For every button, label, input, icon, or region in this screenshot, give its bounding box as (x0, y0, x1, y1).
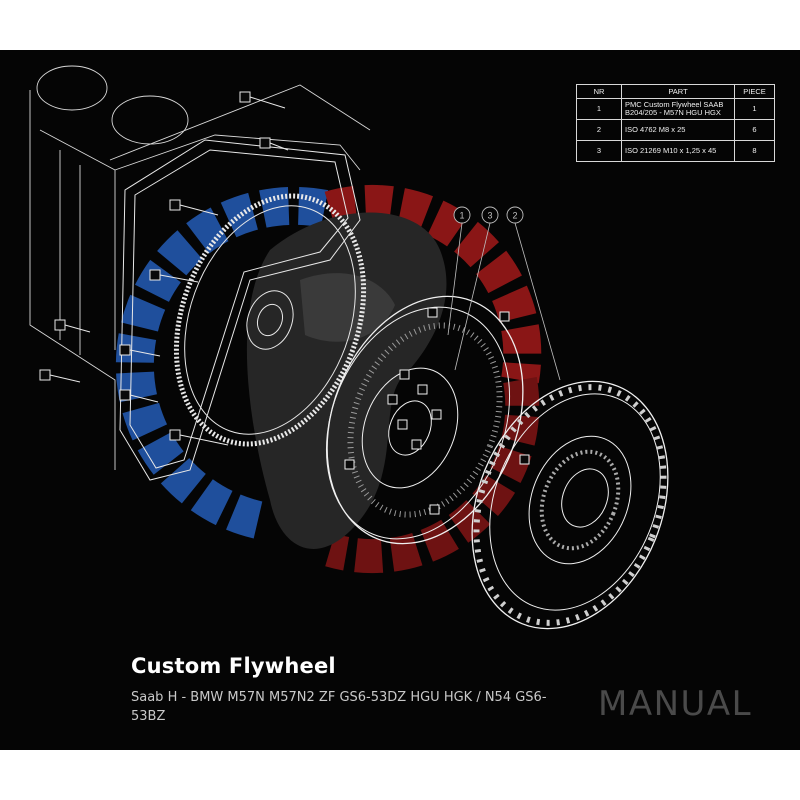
cell-part: ISO 4762 M8 x 25 (621, 119, 735, 141)
logo-mascot-shape (246, 212, 447, 549)
bolt (344, 459, 355, 470)
bolt (259, 137, 289, 151)
callout-number: 2 (512, 211, 517, 221)
cell-part: ISO 21269 M10 x 1,25 x 45 (621, 140, 735, 162)
callout-3: 3 (481, 206, 499, 224)
bolt (429, 504, 440, 515)
exploded-view-drawing: 1 3 2 (29, 65, 669, 630)
bolt (519, 454, 530, 465)
cell-nr: 2 (576, 119, 622, 141)
bolt (169, 429, 229, 446)
callout-number: 3 (487, 211, 492, 221)
flywheel-bolts (344, 307, 530, 515)
callout-2: 2 (506, 206, 524, 224)
cell-piece: 1 (734, 98, 775, 120)
logo-mascot-face (300, 273, 395, 342)
cell-nr: 1 (576, 98, 622, 120)
parts-table: NR PART PIECE 1 PMC Custom Flywheel SAAB… (576, 84, 775, 162)
bolt (119, 344, 161, 357)
bolt (499, 311, 510, 322)
bolt (397, 419, 408, 430)
cell-nr: 3 (576, 140, 622, 162)
clutch-pressure-plate (471, 380, 669, 630)
page-subtitle: Saab H - BMW M57N M57N2 ZF GS6-53DZ HGU … (131, 690, 547, 724)
callout-leaders (447, 222, 561, 381)
bolt (39, 369, 81, 383)
page-title: Custom Flywheel (131, 654, 336, 678)
header-piece: PIECE (734, 84, 775, 99)
cell-piece: 6 (734, 119, 775, 141)
bolt (387, 394, 398, 405)
cell-piece: 8 (734, 140, 775, 162)
callout-number: 1 (459, 211, 464, 221)
table-row: 2 ISO 4762 M8 x 25 6 (576, 119, 775, 141)
callout-1: 1 (453, 206, 471, 224)
bolt (427, 307, 438, 318)
bolt (119, 389, 159, 403)
engine-block-outline (29, 65, 371, 470)
diagram-canvas: 1 3 2 NR PART PIECE 1 PMC Custom Flywhee… (0, 50, 800, 750)
brand-logo-watermark (115, 184, 542, 574)
bolt (399, 369, 410, 380)
bolt (417, 384, 428, 395)
cell-part: PMC Custom Flywheel SAAB B204/205 - M57N… (621, 98, 735, 120)
table-row: 1 PMC Custom Flywheel SAAB B204/205 - M5… (576, 98, 775, 120)
bolt (239, 91, 286, 109)
logo-blue-gear-arc (115, 186, 335, 539)
bolt (169, 199, 219, 216)
table-row: 3 ISO 21269 M10 x 1,25 x 45 8 (576, 140, 775, 162)
ring-gear-flywheel (173, 193, 367, 447)
transmission-type-label: MANUAL (598, 684, 753, 724)
parts-table-header: NR PART PIECE (576, 84, 775, 99)
header-part: PART (621, 84, 735, 99)
adapter-plate (119, 139, 361, 481)
header-nr: NR (576, 84, 622, 99)
bolt (431, 409, 442, 420)
logo-red-gear-arc (324, 184, 542, 384)
bolt (54, 319, 91, 333)
adapter-bolts (39, 91, 289, 446)
bolt (411, 439, 422, 450)
